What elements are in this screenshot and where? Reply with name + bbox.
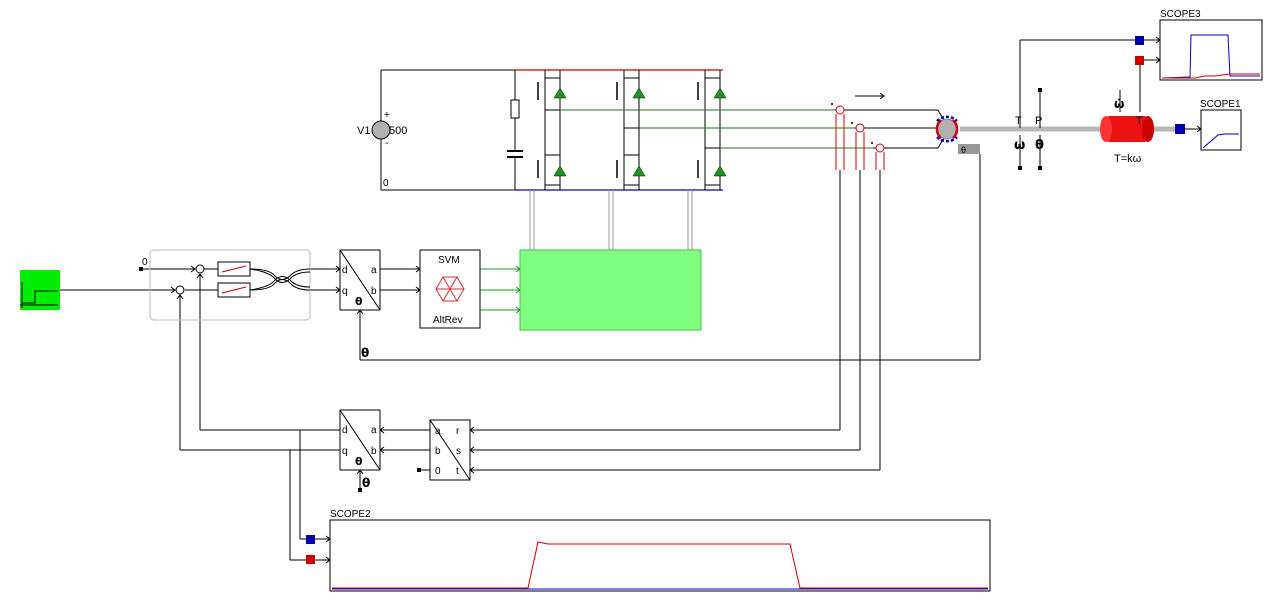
source-minus: - xyxy=(385,138,388,149)
clarke-s: s xyxy=(456,446,461,457)
source-name: V1 xyxy=(357,125,370,137)
svm-title: SVM xyxy=(438,255,460,266)
dc-voltage-source[interactable]: V1 500 + - 0 xyxy=(357,110,407,189)
clarke-zero: 0 xyxy=(435,466,441,477)
signal-wires: 0 xyxy=(60,154,981,564)
sensor-angle-label: θ xyxy=(1035,138,1044,153)
theta-feedback-label: θ xyxy=(361,346,369,360)
scope2[interactable]: SCOPE2 xyxy=(306,509,991,592)
scope2-title: SCOPE2 xyxy=(330,509,371,520)
scope3-title: SCOPE3 xyxy=(1160,9,1201,20)
clarke-r: r xyxy=(456,426,460,437)
current-sensor-c[interactable] xyxy=(871,142,885,170)
dq-bottom-d: d xyxy=(342,425,348,436)
dc-bus xyxy=(380,69,723,191)
power-flow-arrow xyxy=(855,92,885,100)
svm-subtitle: AltRev xyxy=(433,315,462,326)
dq-bottom-a: a xyxy=(371,425,377,436)
source-value: 500 xyxy=(389,125,407,137)
load-accel-label: ω̇ xyxy=(1114,97,1124,111)
dq-bottom-theta: θ xyxy=(355,455,363,468)
clarke-a: a xyxy=(435,426,441,437)
dq-top-theta: θ xyxy=(355,295,363,308)
clarke-b: b xyxy=(435,446,441,457)
inverter-leg-c[interactable] xyxy=(697,70,727,190)
pi-controller-group[interactable] xyxy=(149,249,311,321)
load-formula: T=kω xyxy=(1114,153,1142,165)
dq-top-a: a xyxy=(371,265,377,276)
current-sensor-b[interactable] xyxy=(851,122,865,170)
angle-output-port[interactable]: θ xyxy=(958,144,980,155)
svm-block[interactable]: SVM AltRev xyxy=(419,249,481,329)
mechanical-load[interactable]: ω̇ T T=kω xyxy=(1100,59,1154,165)
dq-top-q: q xyxy=(342,286,348,297)
scope1-title: SCOPE1 xyxy=(1200,99,1241,110)
phase-wires xyxy=(560,109,946,149)
dq-bottom-b: b xyxy=(371,446,377,457)
clarke-transform[interactable]: a b 0 r s t xyxy=(429,419,471,481)
pm-synchronous-motor[interactable] xyxy=(935,115,959,143)
inverter-leg-b[interactable] xyxy=(616,70,646,190)
theta-bottom-label: θ xyxy=(362,476,370,490)
sensor-power-label: P xyxy=(1035,115,1042,127)
sensor-speed-label: ω xyxy=(1014,138,1025,153)
dq-to-ab-transform[interactable]: d q a b θ xyxy=(339,249,381,311)
dq-top-b: b xyxy=(371,286,377,297)
source-ground-label: 0 xyxy=(383,178,389,189)
scope1[interactable]: SCOPE1 xyxy=(1175,99,1242,151)
ab-to-dq-transform[interactable]: d q a b θ xyxy=(339,409,381,471)
inverter-leg-a[interactable] xyxy=(537,70,567,190)
load-torque-label: T xyxy=(1136,115,1143,127)
current-sensor-a[interactable] xyxy=(831,103,845,170)
scope3[interactable]: SCOPE3 xyxy=(1135,9,1263,81)
step-source[interactable] xyxy=(20,270,60,310)
gate-controller-block[interactable] xyxy=(515,249,702,331)
source-plus: + xyxy=(384,110,390,121)
clarke-t: t xyxy=(456,466,459,477)
angle-output-label: θ xyxy=(961,145,966,155)
dq-bottom-q: q xyxy=(342,446,348,457)
const-zero-label: 0 xyxy=(142,257,148,268)
dq-top-d: d xyxy=(342,265,348,276)
speed-torque-sensor[interactable]: T P ω θ xyxy=(1014,39,1138,170)
sensor-torque-label: T xyxy=(1015,115,1022,127)
